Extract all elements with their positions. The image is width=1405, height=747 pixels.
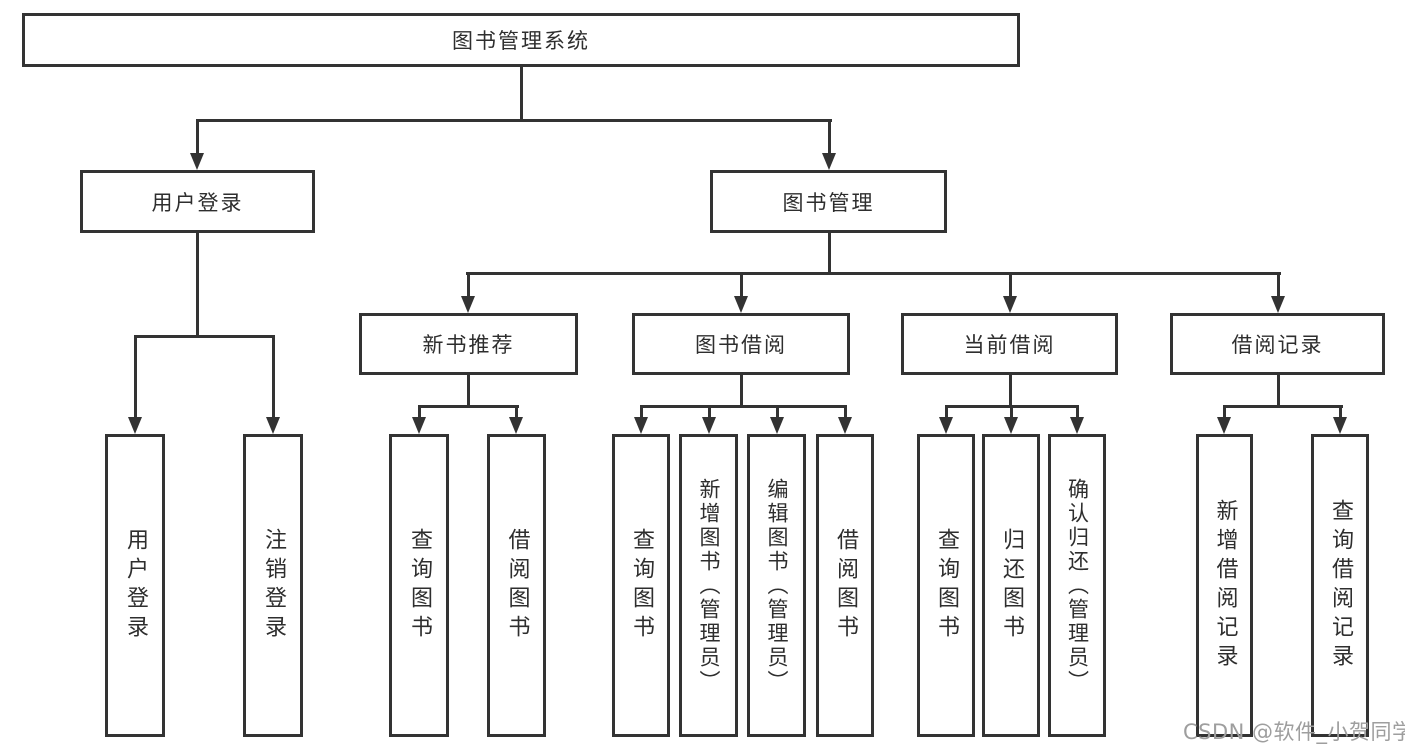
connector-drop — [1276, 272, 1280, 298]
node-label: 新书推荐 — [422, 333, 515, 357]
arrow-down-icon — [822, 153, 836, 170]
leaf-user-login: 用户登录 — [105, 434, 165, 737]
leaf-edit-books-admin: 编辑图书（管理员） — [747, 434, 806, 737]
arrow-down-icon — [1004, 417, 1018, 434]
connector-drop — [1009, 405, 1013, 419]
connector-stem — [1008, 375, 1012, 408]
connector-drop — [639, 405, 643, 419]
leaf-search-books-3: 查询图书 — [917, 434, 975, 737]
connector-drop — [1075, 405, 1079, 419]
leaf-confirm-return-admin: 确认归还（管理员） — [1048, 434, 1106, 737]
arrow-down-icon — [1217, 417, 1231, 434]
leaf-add-books-admin: 新增图书（管理员） — [679, 434, 738, 737]
node-label: 借阅记录 — [1231, 333, 1324, 357]
node-label: 图书管理系统 — [452, 29, 590, 53]
node-book-management: 图书管理 — [710, 170, 947, 233]
connector-drop — [417, 405, 421, 419]
arrow-down-icon — [770, 417, 784, 434]
connector-bar — [133, 335, 275, 338]
node-label: 查询借阅记录 — [1328, 498, 1353, 673]
connector-drop — [775, 405, 779, 419]
connector-bar — [417, 405, 519, 408]
arrow-down-icon — [634, 417, 648, 434]
node-borrowing-records: 借阅记录 — [1170, 313, 1385, 375]
node-label: 用户登录 — [123, 527, 148, 644]
connector-bar — [195, 119, 832, 122]
connector-drop — [707, 405, 711, 419]
arrow-down-icon — [838, 417, 852, 434]
connector-stem — [1276, 375, 1280, 408]
connector-drop — [195, 119, 199, 155]
connector-drop — [944, 405, 948, 419]
node-label: 借阅图书 — [833, 527, 858, 644]
arrow-down-icon — [190, 153, 204, 170]
arrow-down-icon — [702, 417, 716, 434]
node-label: 编辑图书（管理员） — [765, 477, 789, 694]
leaf-search-borrow-record: 查询借阅记录 — [1311, 434, 1369, 737]
arrow-down-icon — [1271, 296, 1285, 313]
connector-drop — [827, 119, 831, 155]
connector-stem — [466, 375, 470, 408]
connector-bar — [639, 405, 847, 408]
connector-drop — [739, 272, 743, 298]
node-label: 新增图书（管理员） — [697, 477, 721, 694]
leaf-borrow-books-2: 借阅图书 — [816, 434, 874, 737]
node-book-borrowing: 图书借阅 — [632, 313, 850, 375]
node-new-book-recommendation: 新书推荐 — [359, 313, 578, 375]
node-label: 归还图书 — [999, 527, 1024, 644]
connector-bar — [465, 272, 1281, 275]
watermark: CSDN @软件_小贺同学 — [1183, 720, 1405, 744]
connector-drop — [514, 405, 518, 419]
connector-stem — [827, 233, 831, 275]
arrow-down-icon — [734, 296, 748, 313]
connector-stem — [739, 375, 743, 408]
node-label: 确认归还（管理员） — [1065, 477, 1090, 694]
leaf-borrow-books-1: 借阅图书 — [487, 434, 546, 737]
node-label: 图书管理 — [782, 190, 875, 215]
node-label: 借阅图书 — [504, 527, 530, 644]
node-label: 查询图书 — [407, 527, 432, 644]
arrow-down-icon — [1070, 417, 1084, 434]
arrow-down-icon — [1003, 296, 1017, 313]
connector-stem — [519, 67, 523, 119]
node-label: 用户登录 — [151, 190, 244, 215]
node-label: 新增借阅记录 — [1212, 498, 1238, 673]
arrow-down-icon — [509, 417, 523, 434]
leaf-return-books: 归还图书 — [982, 434, 1040, 737]
arrow-down-icon — [939, 417, 953, 434]
connector-stem — [195, 233, 199, 338]
leaf-logout: 注销登录 — [243, 434, 303, 737]
arrow-down-icon — [461, 296, 475, 313]
connector-bar — [1222, 405, 1343, 408]
leaf-search-books-1: 查询图书 — [389, 434, 449, 737]
connector-drop — [271, 335, 275, 419]
node-current-borrowing: 当前借阅 — [901, 313, 1118, 375]
arrow-down-icon — [128, 417, 142, 434]
leaf-search-books-2: 查询图书 — [612, 434, 670, 737]
connector-drop — [1222, 405, 1226, 419]
leaf-add-borrow-record: 新增借阅记录 — [1196, 434, 1253, 737]
connector-drop — [133, 335, 137, 419]
connector-drop — [843, 405, 847, 419]
node-library-management-system: 图书管理系统 — [22, 13, 1020, 67]
node-user-login: 用户登录 — [80, 170, 315, 233]
arrow-down-icon — [266, 417, 280, 434]
node-label: 查询图书 — [629, 527, 654, 644]
arrow-down-icon — [412, 417, 426, 434]
node-label: 当前借阅 — [963, 333, 1056, 357]
node-label: 注销登录 — [261, 527, 286, 644]
connector-drop — [1008, 272, 1012, 298]
node-label: 图书借阅 — [695, 333, 787, 357]
connector-drop — [1338, 405, 1342, 419]
arrow-down-icon — [1333, 417, 1347, 434]
node-label: 查询图书 — [934, 527, 959, 644]
connector-drop — [466, 272, 470, 298]
